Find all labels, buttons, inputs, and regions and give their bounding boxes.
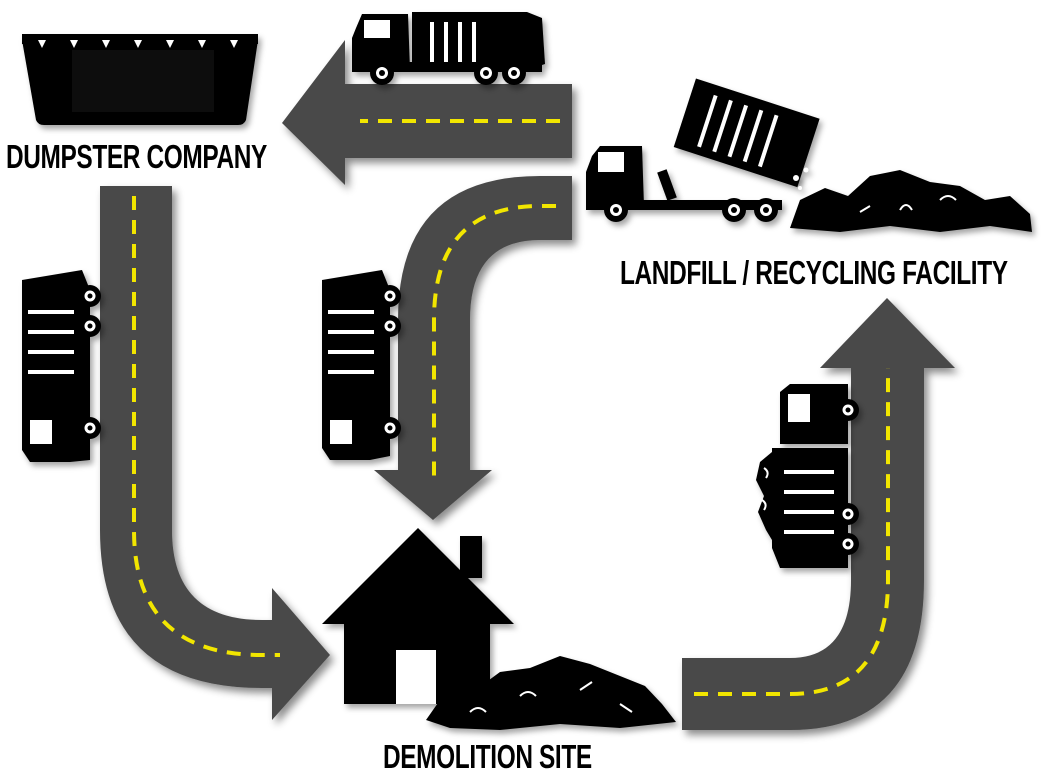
demolition-site-label: DEMOLITION SITE bbox=[383, 738, 592, 775]
debris-pile-icon bbox=[426, 656, 676, 730]
road-dash bbox=[694, 368, 890, 696]
road-arrow-to-demolition-site-left bbox=[100, 186, 330, 720]
dump-truck-icon bbox=[586, 78, 820, 222]
road-dash bbox=[132, 196, 280, 657]
house-icon bbox=[322, 528, 514, 704]
road-arrow-to-demolition-site-middle bbox=[374, 176, 572, 520]
road-dash bbox=[432, 204, 556, 480]
road-arrow-to-landfill bbox=[682, 298, 955, 730]
dumpster-company-label: DUMPSTER COMPANY bbox=[6, 138, 267, 175]
road-arrow-to-dumpster-company bbox=[282, 40, 572, 185]
garbage-truck-left-icon bbox=[22, 270, 101, 462]
dumpster-icon bbox=[22, 34, 258, 125]
garbage-truck-icon bbox=[352, 12, 545, 85]
landfill-debris-pile-icon bbox=[790, 167, 1032, 232]
truck-wheels bbox=[370, 61, 526, 85]
landfill-recycling-facility-label: LANDFILL / RECYCLING FACILITY bbox=[620, 254, 1008, 291]
garbage-truck-middle-icon bbox=[322, 270, 401, 460]
garbage-truck-loaded-icon bbox=[756, 384, 859, 568]
